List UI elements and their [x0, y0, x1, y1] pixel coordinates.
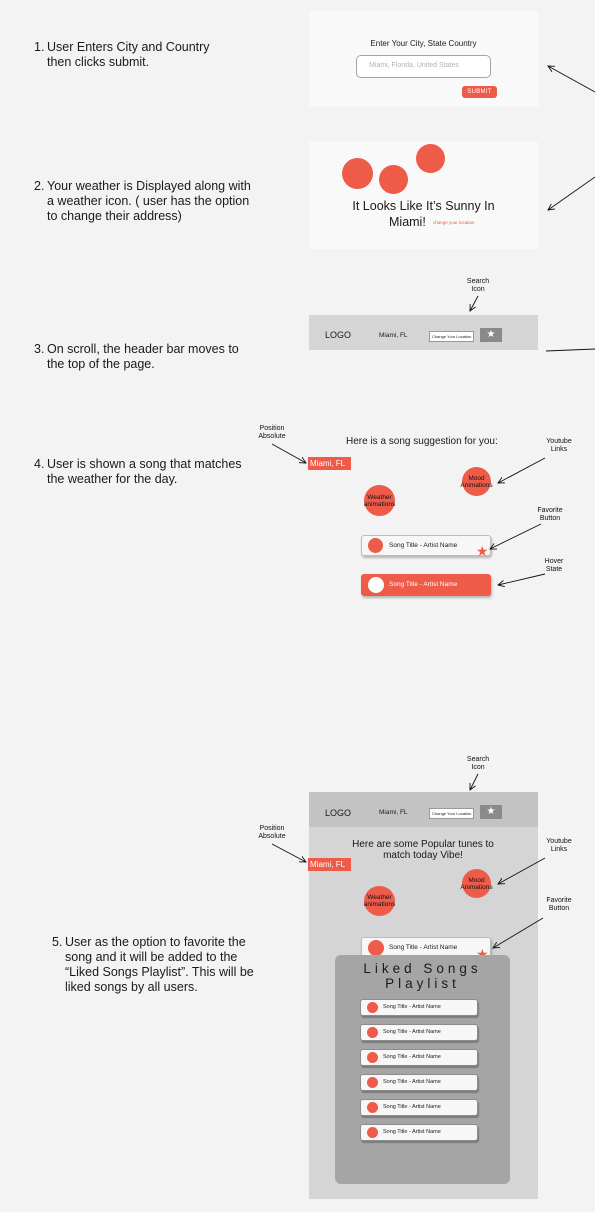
- arrow-favorite-button-2: [493, 917, 544, 948]
- city-tag: Miami, FL: [308, 457, 351, 470]
- star-icon: ★: [486, 329, 496, 340]
- arrow-favorite-button: [490, 523, 542, 549]
- song-thumbnail: [368, 940, 384, 956]
- city-form-prompt: Enter Your City, State Country: [370, 39, 477, 48]
- arrow-hover-state: [498, 573, 546, 585]
- annotation-search-icon: Search Icon: [466, 278, 490, 293]
- song-card-hover[interactable]: Song Title - Artist Name: [361, 574, 491, 596]
- logo-scrolled[interactable]: LOGO: [325, 808, 352, 818]
- arrow-search-icon: [470, 295, 479, 311]
- song-thumbnail-hover: [368, 577, 384, 593]
- playlist-item[interactable]: Song Title - Artist Name: [360, 999, 478, 1016]
- connector-header: [545, 348, 595, 352]
- song-thumbnail: [368, 538, 383, 553]
- weather-message-line-1: It Looks Like It’s Sunny In: [352, 199, 495, 213]
- annotation-position-absolute-2: Position Absolute: [258, 825, 286, 840]
- favorite-star-icon[interactable]: ★: [476, 543, 489, 559]
- song-thumbnail: [367, 1027, 378, 1038]
- change-location-button[interactable]: Change Your Location: [429, 331, 475, 342]
- arrow-position-absolute-2: [271, 843, 306, 862]
- annotation-search-icon-2: Search Icon: [466, 756, 490, 771]
- annotation-favorite-button-2: Favorite Button: [546, 897, 572, 912]
- song-card[interactable]: Song Title - Artist Name ★: [361, 535, 491, 559]
- weather-result-panel: It Looks Like It’s Sunny In Miami! chang…: [309, 142, 538, 249]
- step-4-description: 4. User is shown a song that matches the…: [34, 457, 242, 486]
- header-city-scrolled: Miami, FL: [379, 809, 408, 816]
- city-input-placeholder: Miami, Florida, United States: [369, 62, 459, 69]
- change-location-link[interactable]: change your location: [433, 220, 475, 225]
- song-thumbnail: [367, 1127, 378, 1138]
- popular-heading: Here are some Popular tunes to match tod…: [352, 839, 494, 861]
- song-thumbnail: [367, 1102, 378, 1113]
- header-bar-scrolled: LOGO Miami, FL Change Your Location ★: [309, 792, 538, 827]
- star-icon: ★: [486, 806, 496, 817]
- liked-songs-playlist: Liked Songs Playlist Song Title - Artist…: [335, 955, 510, 1184]
- step-2-description: 2. Your weather is Displayed along with …: [34, 179, 251, 223]
- weather-circle-2: [379, 165, 408, 194]
- arrow-to-form: [548, 66, 595, 93]
- step-1-description: 1. User Enters City and Country then cli…: [34, 40, 210, 69]
- change-location-button-scrolled[interactable]: Change Your Location: [429, 808, 475, 819]
- weather-message-line-2: Miami!: [389, 215, 426, 229]
- playlist-item[interactable]: Song Title - Artist Name: [360, 1024, 478, 1041]
- arrow-to-weather: [548, 176, 595, 210]
- arrow-search-icon-2: [470, 773, 479, 790]
- search-button-scrolled[interactable]: ★: [480, 805, 502, 819]
- arrow-youtube-links: [498, 457, 546, 483]
- city-tag-2: Miami, FL: [308, 858, 351, 871]
- playlist-item[interactable]: Song Title - Artist Name: [360, 1074, 478, 1091]
- step-3-description: 3. On scroll, the header bar moves to th…: [34, 342, 239, 371]
- popular-song-label: Song Title - Artist Name: [389, 944, 458, 951]
- song-thumbnail: [367, 1077, 378, 1088]
- logo[interactable]: LOGO: [325, 330, 352, 340]
- annotation-hover-state: Hover State: [544, 558, 564, 573]
- annotation-favorite-button: Favorite Button: [537, 507, 563, 522]
- playlist-item[interactable]: Song Title - Artist Name: [360, 1099, 478, 1116]
- song-suggestion-heading: Here is a song suggestion for you:: [346, 436, 498, 447]
- step-5-description: 5. User as the option to favorite the so…: [52, 935, 254, 994]
- search-button[interactable]: ★: [480, 328, 502, 342]
- weather-circle-1: [342, 158, 373, 189]
- city-form-panel: Enter Your City, State Country Miami, Fl…: [309, 11, 538, 107]
- arrow-position-absolute: [271, 443, 306, 463]
- annotation-youtube-links: Youtube Links: [546, 438, 572, 453]
- playlist-title: Liked Songs Playlist: [363, 961, 482, 991]
- playlist-item[interactable]: Song Title - Artist Name: [360, 1124, 478, 1141]
- arrow-youtube-links-2: [498, 857, 546, 884]
- city-input[interactable]: Miami, Florida, United States: [356, 55, 491, 78]
- annotation-youtube-links-2: Youtube Links: [546, 838, 572, 853]
- song-card-hover-label: Song Title - Artist Name: [389, 581, 458, 588]
- playlist-item[interactable]: Song Title - Artist Name: [360, 1049, 478, 1066]
- song-thumbnail: [367, 1002, 378, 1013]
- header-bar: LOGO Miami, FL Change Your Location ★: [309, 315, 538, 350]
- song-card-label: Song Title - Artist Name: [389, 542, 458, 549]
- header-city: Miami, FL: [379, 332, 408, 339]
- song-thumbnail: [367, 1052, 378, 1063]
- weather-circle-3: [416, 144, 445, 173]
- submit-button[interactable]: SUBMIT: [462, 86, 497, 98]
- annotation-position-absolute: Position Absolute: [258, 425, 286, 440]
